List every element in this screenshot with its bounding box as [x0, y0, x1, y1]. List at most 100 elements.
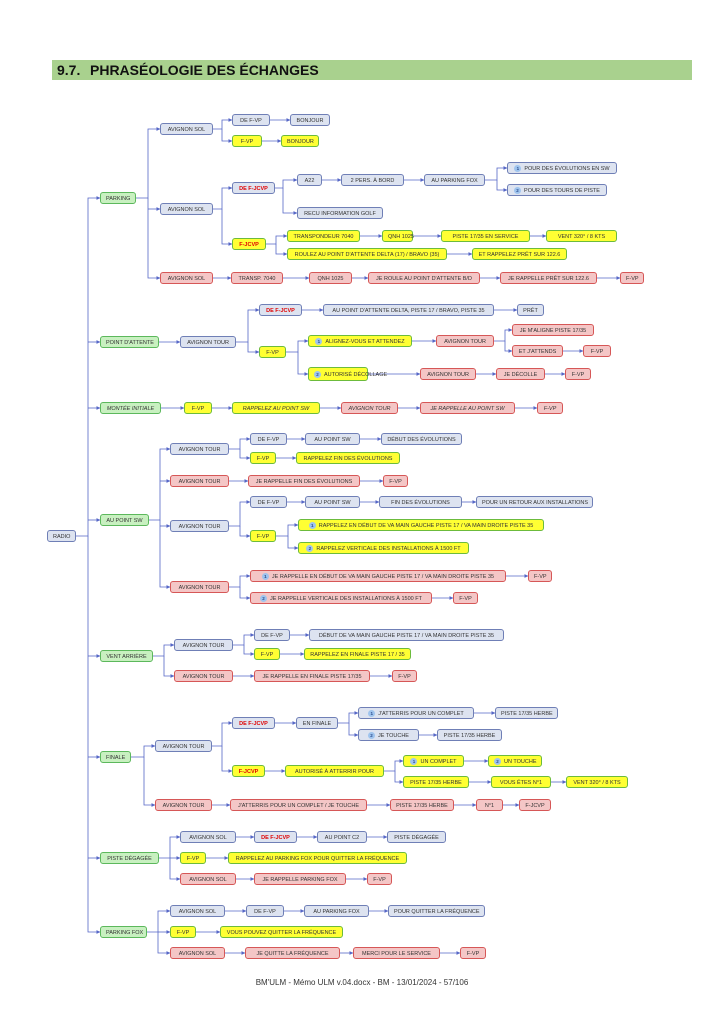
avignon-tour-node: AVIGNON TOUR [174, 639, 233, 651]
page-footer: BM'ULM - Mémo ULM v.04.docx - BM - 13/01… [255, 978, 469, 987]
de-fvp-node: DE F-VP [250, 496, 287, 508]
avignon-sol-pilot: AVIGNON SOL [170, 947, 225, 959]
jatterris-touche-pilot: J'ATTERRIS POUR UN COMPLET / JE TOUCHE [230, 799, 367, 811]
option-text: RAPPELEZ EN DÉBUT DE VA MAIN GAUCHE PIST… [318, 523, 534, 529]
au-point-sw-category: AU POINT SW [100, 514, 149, 526]
option-2-badge: 2 [260, 595, 268, 603]
avignon-sol-node: AVIGNON SOL [160, 203, 213, 215]
je-quitte-pilot: JE QUITTE LA FRÉQUENCE [245, 947, 340, 959]
avignon-tour-pilot: AVIGNON TOUR [436, 335, 494, 347]
fvp-pilot: F-VP [367, 873, 392, 885]
avignon-tour-pilot: AVIGNON TOUR [174, 670, 233, 682]
persons-node: 2 PERS. À BORD [341, 174, 404, 186]
piste-herbe-readback: PISTE 17/35 HERBE [403, 776, 469, 788]
piste-herbe-pilot: PISTE 17/35 HERBE [390, 799, 454, 811]
option-text: UN COMPLET [420, 759, 457, 765]
n1-pilot: N°1 [476, 799, 503, 811]
avignon-tour-pilot: AVIGNON TOUR [341, 402, 398, 414]
option-text: J'ATTERRIS POUR UN COMPLET [378, 711, 464, 717]
option-text: POUR DES ÉVOLUTIONS EN SW [524, 166, 610, 172]
de-fvp-node: DE F-VP [254, 629, 290, 641]
fvp-readback: F-VP [254, 648, 280, 660]
montee-initiale-category: MONTÉE INITIALE [100, 402, 161, 414]
option-2-badge: 2 [306, 545, 314, 553]
fjcvp-readback: F-JCVP [232, 765, 265, 777]
section-header: 9.7. PHRASÉOLOGIE DES ÉCHANGES [52, 60, 692, 80]
parking-fox-category: PARKING FOX [100, 926, 147, 938]
de-fvp-node: DE F-VP [232, 114, 270, 126]
option-2-badge: 2 [494, 758, 501, 766]
option-2-badge: 2 [514, 187, 522, 195]
vous-pouvez-quitter-node: VOUS POUVEZ QUITTER LA FRÉQUENCE [220, 926, 343, 938]
parking-fox-node: AU PARKING FOX [424, 174, 485, 186]
de-fjcvp-node: DE F-JCVP [259, 304, 302, 316]
option-1-badge: 1 [261, 573, 269, 581]
je-decolle-pilot: JE DÉCOLLE [496, 368, 545, 380]
section-title: PHRASÉOLOGIE DES ÉCHANGES [90, 62, 319, 78]
qnh-pilot: QNH 1025 [309, 272, 352, 284]
option-2-badge: 2 [314, 371, 321, 379]
je-rappelle-finale-pilot: JE RAPPELLE EN FINALE PISTE 17/35 [254, 670, 370, 682]
je-maligne-pilot: JE M'ALIGNE PISTE 17/35 [512, 324, 594, 336]
fvp-readback: F-VP [170, 926, 196, 938]
fvp-readback: F-VP [184, 402, 212, 414]
vent-arriere-category: VENT ARRIÈRE [100, 650, 153, 662]
fvp-pilot: F-VP [528, 570, 552, 582]
fvp-pilot: F-VP [565, 368, 591, 380]
section-number: 9.7. [57, 62, 81, 78]
fvp-pilot: F-VP [453, 592, 478, 604]
option-text: POUR DES TOURS DE PISTE [524, 188, 600, 194]
transp-pilot: TRANSP. 7040 [231, 272, 283, 284]
option-2-badge: 2 [368, 732, 375, 740]
fvp-pilot: F-VP [392, 670, 417, 682]
de-fvp-node: DE F-VP [246, 905, 284, 917]
option-text: JE RAPPELLE VERTICALE DES INSTALLATIONS … [270, 596, 422, 602]
fvp-readback: F-VP [250, 452, 276, 464]
avignon-tour-pilot: AVIGNON TOUR [155, 799, 212, 811]
fvp-readback: F-VP [180, 852, 206, 864]
vent-node: VENT 320° / 8 KTS [566, 776, 628, 788]
merci-service-pilot: MERCI POUR LE SERVICE [353, 947, 440, 959]
de-fjcvp-node: DE F-JCVP [232, 182, 275, 194]
de-fjcvp-node: DE F-JCVP [232, 717, 275, 729]
fvp-pilot: F-VP [460, 947, 486, 959]
jattends-pilot: ET J'ATTENDS [512, 345, 563, 357]
rappelez-finale-node: RAPPELEZ EN FINALE PISTE 17 / 35 [304, 648, 411, 660]
avignon-sol-pilot: AVIGNON SOL [180, 873, 236, 885]
au-point-sw-node: AU POINT SW [305, 496, 360, 508]
piste-herbe-node: PISTE 17/35 HERBE [495, 707, 558, 719]
rappelez-parking-node: RAPPELEZ AU PARKING FOX POUR QUITTER LA … [228, 852, 407, 864]
parking-category: PARKING [100, 192, 136, 204]
debut-va-node: DÉBUT DE VA MAIN GAUCHE PISTE 17 / VA MA… [309, 629, 504, 641]
option-1-badge: 1 [368, 710, 376, 718]
avignon-tour-node: AVIGNON TOUR [155, 740, 212, 752]
pret-node: PRÊT [517, 304, 544, 316]
rappelez-pret-node: ET RAPPELEZ PRÊT SUR 122.6 [472, 248, 567, 260]
option-1-badge: 1 [308, 522, 316, 530]
rappelez-point-sw-node: RAPPELEZ AU POINT SW [232, 402, 320, 414]
fin-evolutions-node: FIN DES ÉVOLUTIONS [379, 496, 462, 508]
piste-degagee-category: PISTE DÉGAGÉE [100, 852, 159, 864]
recu-info-node: RECU INFORMATION GOLF [297, 207, 383, 219]
option-1-badge: 1 [315, 338, 323, 346]
retour-installations-node: POUR UN RETOUR AUX INSTALLATIONS [476, 496, 593, 508]
avignon-tour-node: AVIGNON TOUR [170, 520, 229, 532]
avignon-sol-pilot: AVIGNON SOL [160, 272, 213, 284]
rappelez-fin-node: RAPPELEZ FIN DES ÉVOLUTIONS [296, 452, 400, 464]
fvp-pilot: F-VP [383, 475, 408, 487]
transpondeur-node: TRANSPONDEUR 7040 [287, 230, 360, 242]
je-rappelle-pret-pilot: JE RAPPELLE PRÊT SUR 122.6 [500, 272, 597, 284]
avignon-tour-pilot: AVIGNON TOUR [170, 475, 229, 487]
finale-category: FINALE [100, 751, 131, 763]
bonjour-node: BONJOUR [290, 114, 330, 126]
